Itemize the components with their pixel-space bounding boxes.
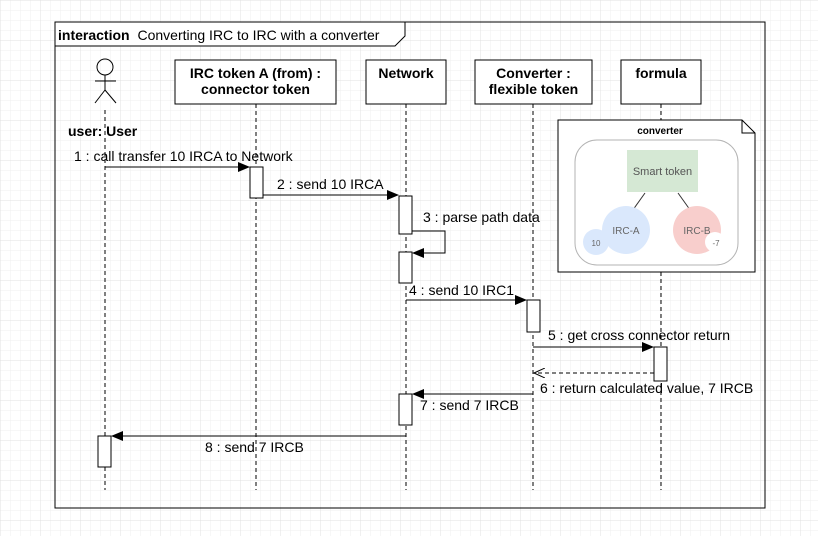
frame-keyword: interaction — [58, 27, 130, 43]
irc-a-label: IRC-A — [612, 226, 640, 237]
message-7-label: 7 : send 7 IRCB — [420, 397, 519, 413]
smart-token-box — [627, 150, 698, 192]
lifeline-irc-token-a-label2: connector token — [201, 81, 310, 97]
actor-label: user: User — [68, 123, 138, 139]
lifeline-network-label: Network — [378, 65, 433, 81]
activation-irc-token-a — [249, 166, 264, 199]
message-2[interactable]: 2 : send 10 IRCA — [263, 176, 399, 200]
activation-converter — [526, 299, 541, 333]
activation-network-3 — [398, 393, 413, 426]
irc-a-small-label: 10 — [592, 239, 601, 248]
lifeline-converter[interactable]: Converter : flexible token — [474, 59, 593, 105]
irc-b-label: IRC-B — [683, 226, 711, 237]
stick-figure-icon — [94, 58, 117, 104]
interaction-frame: interaction Converting IRC to IRC with a… — [54, 21, 766, 509]
actor-user[interactable]: user: User — [68, 58, 138, 139]
irc-b-small-circle — [705, 232, 725, 252]
message-8-label: 8 : send 7 IRCB — [205, 439, 304, 455]
message-3-label: 3 : parse path data — [423, 209, 540, 225]
lifeline-irc-token-a[interactable]: IRC token A (from) : connector token — [174, 59, 337, 105]
lifeline-irc-token-a-label1: IRC token A (from) : — [190, 65, 321, 81]
svg-text:interaction Converting I: interaction Converting IRC to IRC with a… — [58, 27, 380, 43]
activation-user — [97, 435, 112, 468]
lifeline-network[interactable]: Network — [365, 59, 447, 105]
smart-token-label: Smart token — [633, 166, 692, 178]
frame-title: Converting IRC to IRC with a converter — [137, 27, 379, 43]
message-5-label: 5 : get cross connector return — [548, 327, 730, 343]
message-5[interactable]: 5 : get cross connector return — [533, 327, 730, 352]
activation-network-1 — [398, 195, 413, 235]
activation-network-2 — [398, 251, 413, 284]
message-6-label: 6 : return calculated value, 7 IRCB — [540, 380, 753, 396]
note-title: converter — [637, 126, 683, 137]
irc-a-circle — [602, 206, 650, 254]
message-6[interactable]: 6 : return calculated value, 7 IRCB — [534, 373, 753, 396]
activation-formula — [653, 346, 668, 382]
lifeline-converter-label2: flexible token — [489, 81, 578, 97]
message-7[interactable]: 7 : send 7 IRCB — [412, 389, 533, 413]
message-3[interactable]: 3 : parse path data — [412, 209, 540, 258]
converter-note[interactable]: converter Smart token IRC-A 10 IRC-B -7 — [557, 119, 756, 273]
message-1-label: 1 : call transfer 10 IRCA to Network — [74, 148, 294, 164]
irc-a-small-circle — [583, 229, 609, 255]
message-4-label: 4 : send 10 IRC1 — [409, 282, 514, 298]
lifeline-formula-label: formula — [635, 65, 687, 81]
lifeline-formula[interactable]: formula — [620, 59, 702, 105]
message-2-label: 2 : send 10 IRCA — [277, 176, 384, 192]
message-8[interactable]: 8 : send 7 IRCB — [111, 431, 406, 455]
message-4[interactable]: 4 : send 10 IRC1 — [406, 282, 527, 305]
message-1[interactable]: 1 : call transfer 10 IRCA to Network — [74, 148, 294, 172]
lifeline-converter-label1: Converter : — [496, 65, 571, 81]
irc-b-small-label: -7 — [712, 239, 720, 248]
